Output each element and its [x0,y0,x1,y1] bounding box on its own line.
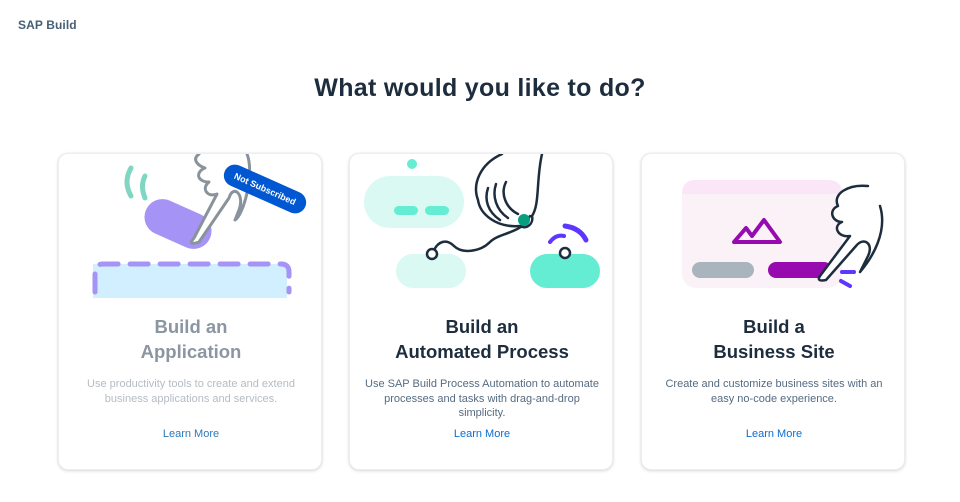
application-illustration [92,154,292,298]
card-title: Build an Application [140,316,242,362]
learn-more-link[interactable]: Learn More [745,428,803,440]
learn-more-link[interactable]: Learn More [453,428,511,440]
learn-more-link[interactable]: Learn More [162,428,220,440]
card-build-business-site[interactable]: Build a Business Site Create and customi… [641,153,905,470]
card-build-application[interactable]: Not Subscribed Build an Application Use … [58,153,322,470]
app-brand: SAP Build [18,18,77,32]
process-illustration [364,154,600,288]
card-title: Build a Business Site [713,316,835,362]
card-title: Build an Automated Process [395,316,569,362]
business-site-illustration [682,180,884,288]
card-description: Use SAP Build Process Automation to auto… [365,378,599,419]
page-title: What would you like to do? [314,74,646,102]
card-build-automated-process[interactable]: Build an Automated Process Use SAP Build… [349,153,613,470]
card-description: Create and customize business sites with… [665,378,883,405]
card-description: Use productivity tools to create and ext… [87,378,295,405]
